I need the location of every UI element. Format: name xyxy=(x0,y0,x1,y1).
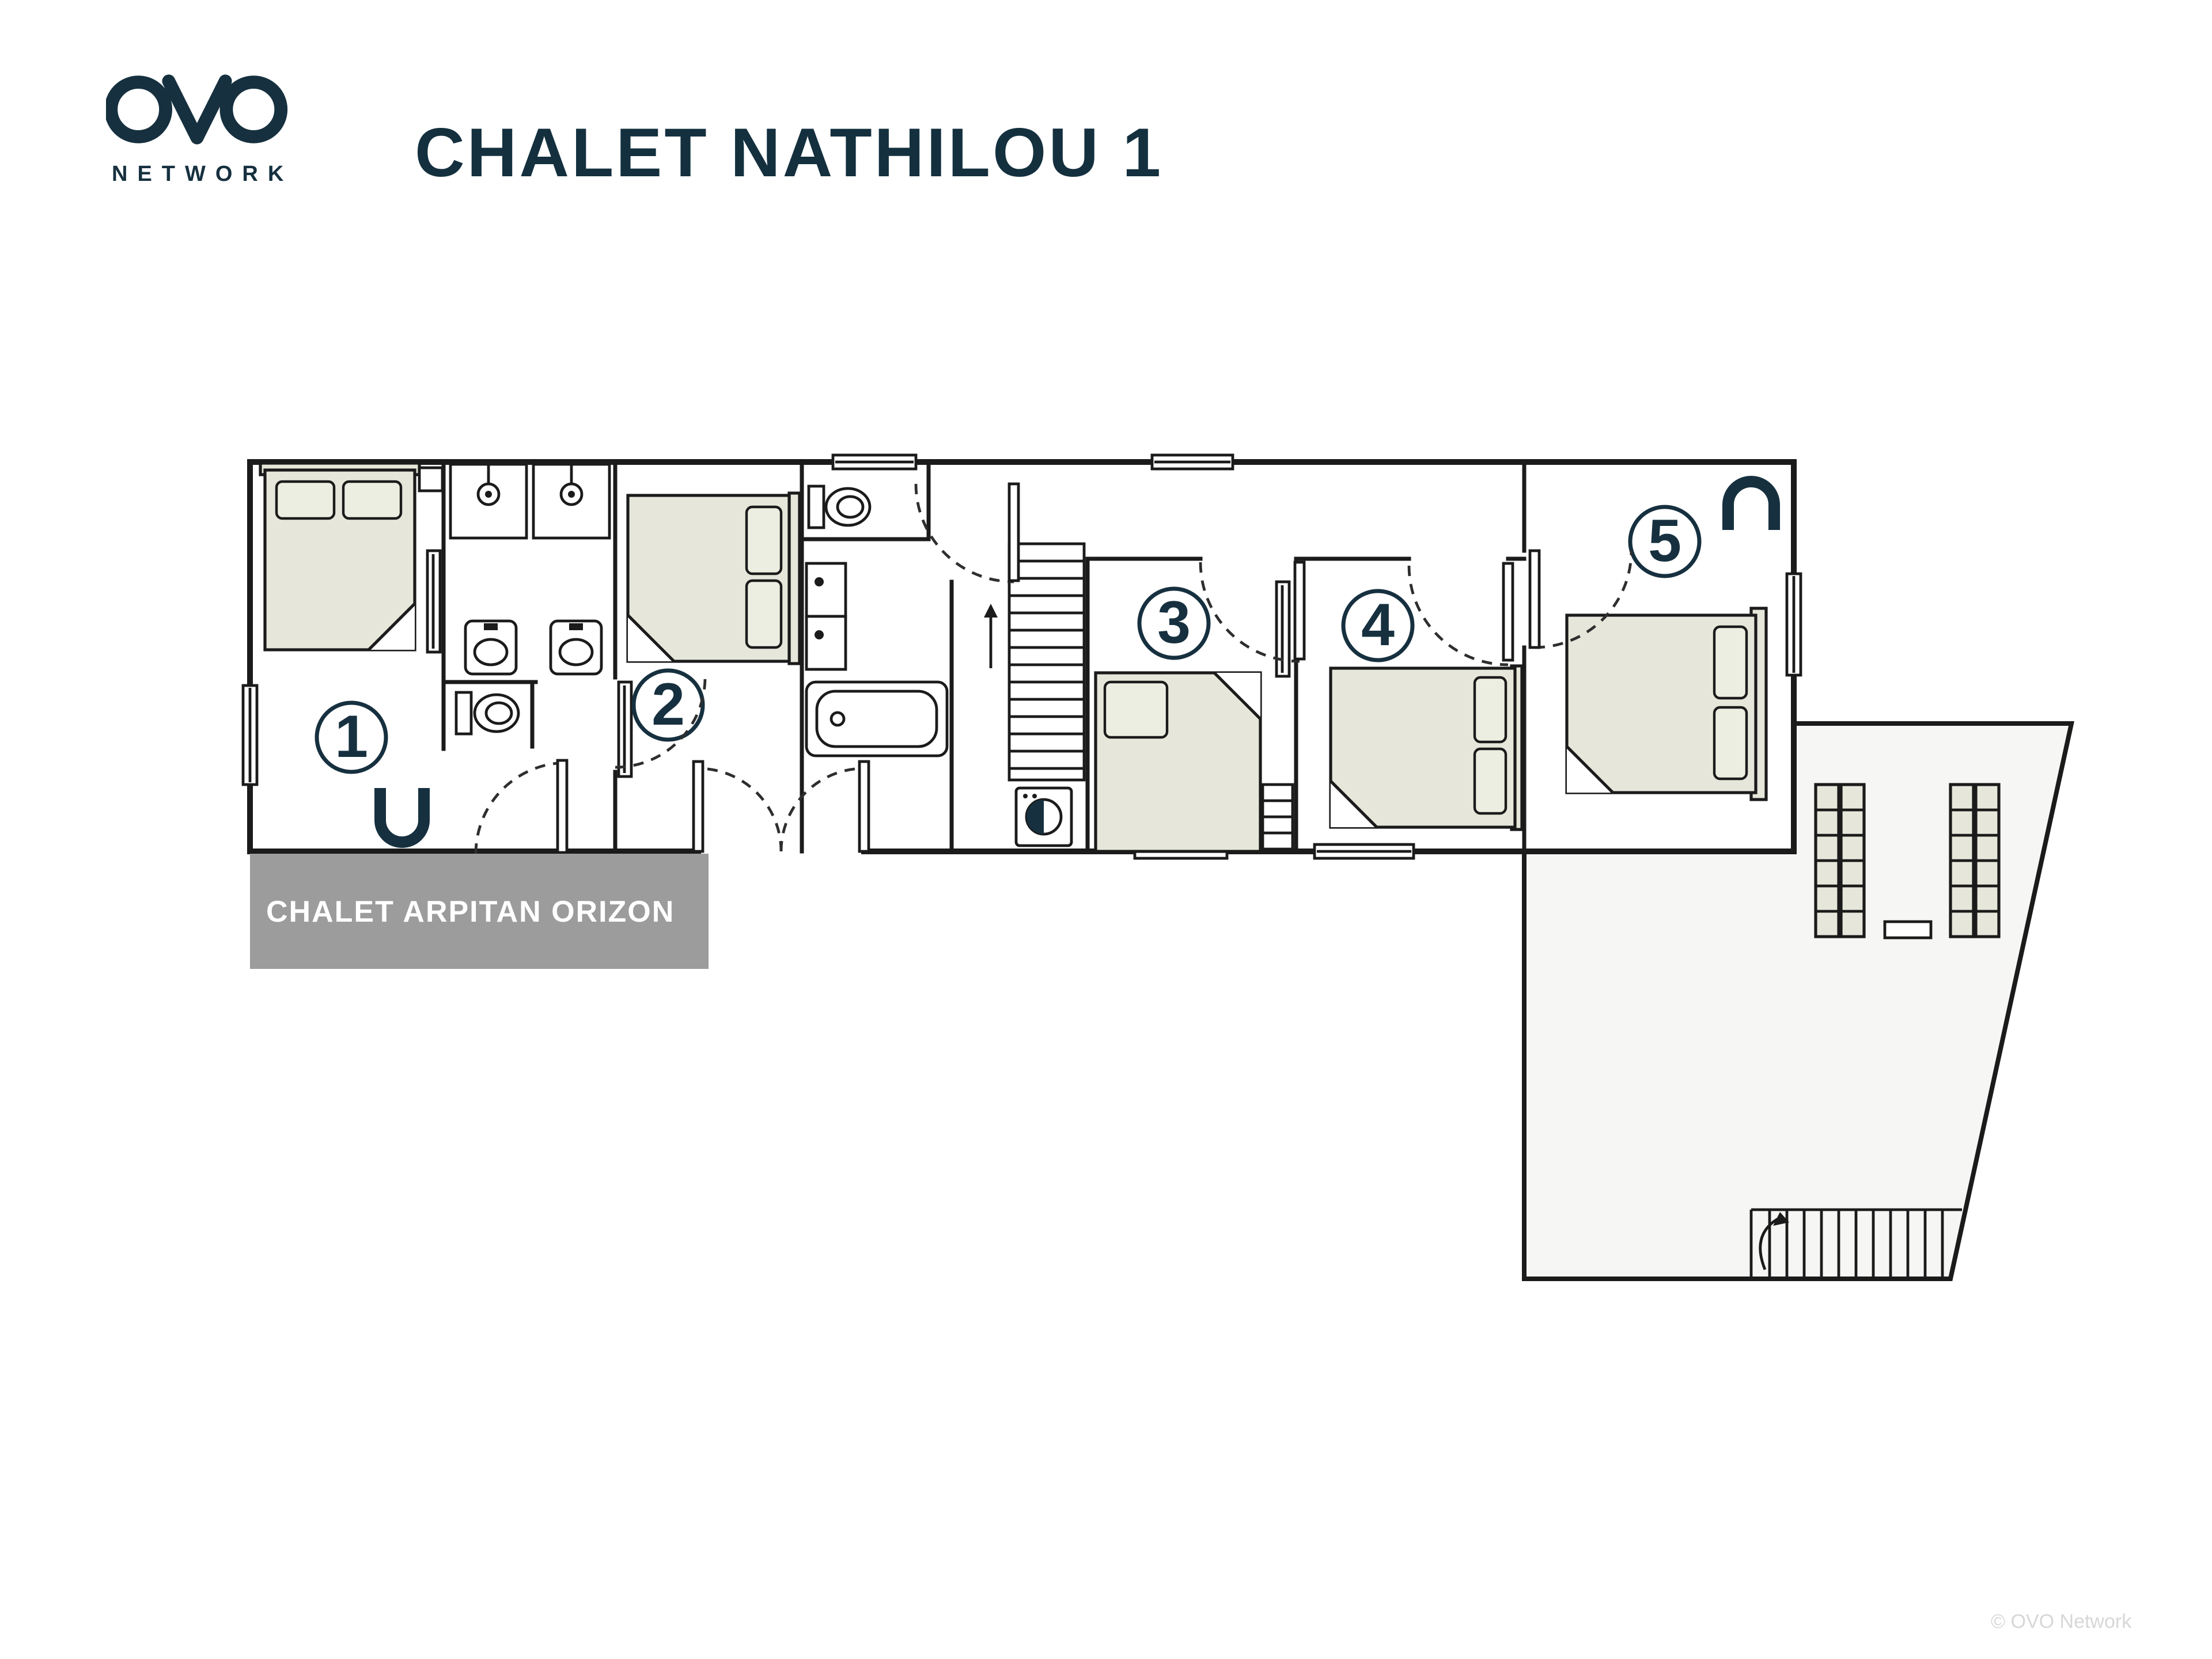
sun-lounger-icon xyxy=(1949,783,2001,938)
terrace-table xyxy=(1883,920,1933,940)
room-number-badge: 1 xyxy=(315,700,388,774)
bathroom-2 xyxy=(805,484,949,757)
bathroom-1 xyxy=(449,463,611,736)
shower-icon xyxy=(532,463,611,540)
toilet-icon xyxy=(807,484,872,529)
staircase-icon xyxy=(984,542,1086,782)
double-bed-icon xyxy=(1565,607,1768,801)
radiator-icon xyxy=(426,549,1291,778)
nightstand xyxy=(418,466,444,493)
copyright-text: © OVO Network xyxy=(1991,1611,2132,1633)
room-number-badge: 5 xyxy=(1628,505,1702,578)
ovo-logo-mark xyxy=(104,74,288,145)
room-number: 3 xyxy=(1157,589,1191,656)
ovo-logo-subtitle: NETWORK xyxy=(112,162,294,187)
double-washbasin-icon xyxy=(805,562,847,671)
sun-lounger-icon xyxy=(1814,783,1866,938)
double-bed-icon xyxy=(1329,664,1524,831)
room-number: 1 xyxy=(335,703,368,770)
double-bed-icon xyxy=(259,461,421,652)
washbasin-icon xyxy=(549,619,603,676)
adjacent-chalet-label: CHALET ARPITAN ORIZON xyxy=(250,854,709,969)
washing-machine-icon xyxy=(1014,786,1073,847)
double-bed-icon xyxy=(626,491,801,665)
bathtub-icon xyxy=(805,680,949,757)
double-bed-icon xyxy=(1094,671,1262,853)
room-number: 5 xyxy=(1648,507,1681,574)
room-4: 4 xyxy=(1329,589,1524,831)
washbasin-icon xyxy=(374,788,430,848)
room-2: 2 xyxy=(626,491,801,742)
toilet-icon xyxy=(454,691,520,736)
washbasin-icon xyxy=(464,619,518,676)
terrace-stairs-icon xyxy=(1749,1208,1962,1279)
shower-icon xyxy=(449,463,528,540)
washbasin-icon xyxy=(1722,476,1780,530)
room-number-badge: 3 xyxy=(1137,586,1211,660)
room-1: 1 xyxy=(259,461,444,848)
room-3: 3 xyxy=(1094,586,1294,853)
ovo-logo: NETWORK xyxy=(104,67,325,188)
bedside-steps-icon xyxy=(1261,783,1294,851)
room-5: 5 xyxy=(1565,476,1780,801)
page-title: CHALET NATHILOU 1 xyxy=(415,114,1164,191)
room-number: 2 xyxy=(652,671,685,738)
room-number-badge: 4 xyxy=(1341,589,1415,662)
room-number-badge: 2 xyxy=(631,668,705,742)
terrace xyxy=(1522,721,2074,1281)
room-number: 4 xyxy=(1361,592,1395,658)
door-swing-icon xyxy=(474,482,1633,854)
stair-hall xyxy=(984,542,1086,847)
